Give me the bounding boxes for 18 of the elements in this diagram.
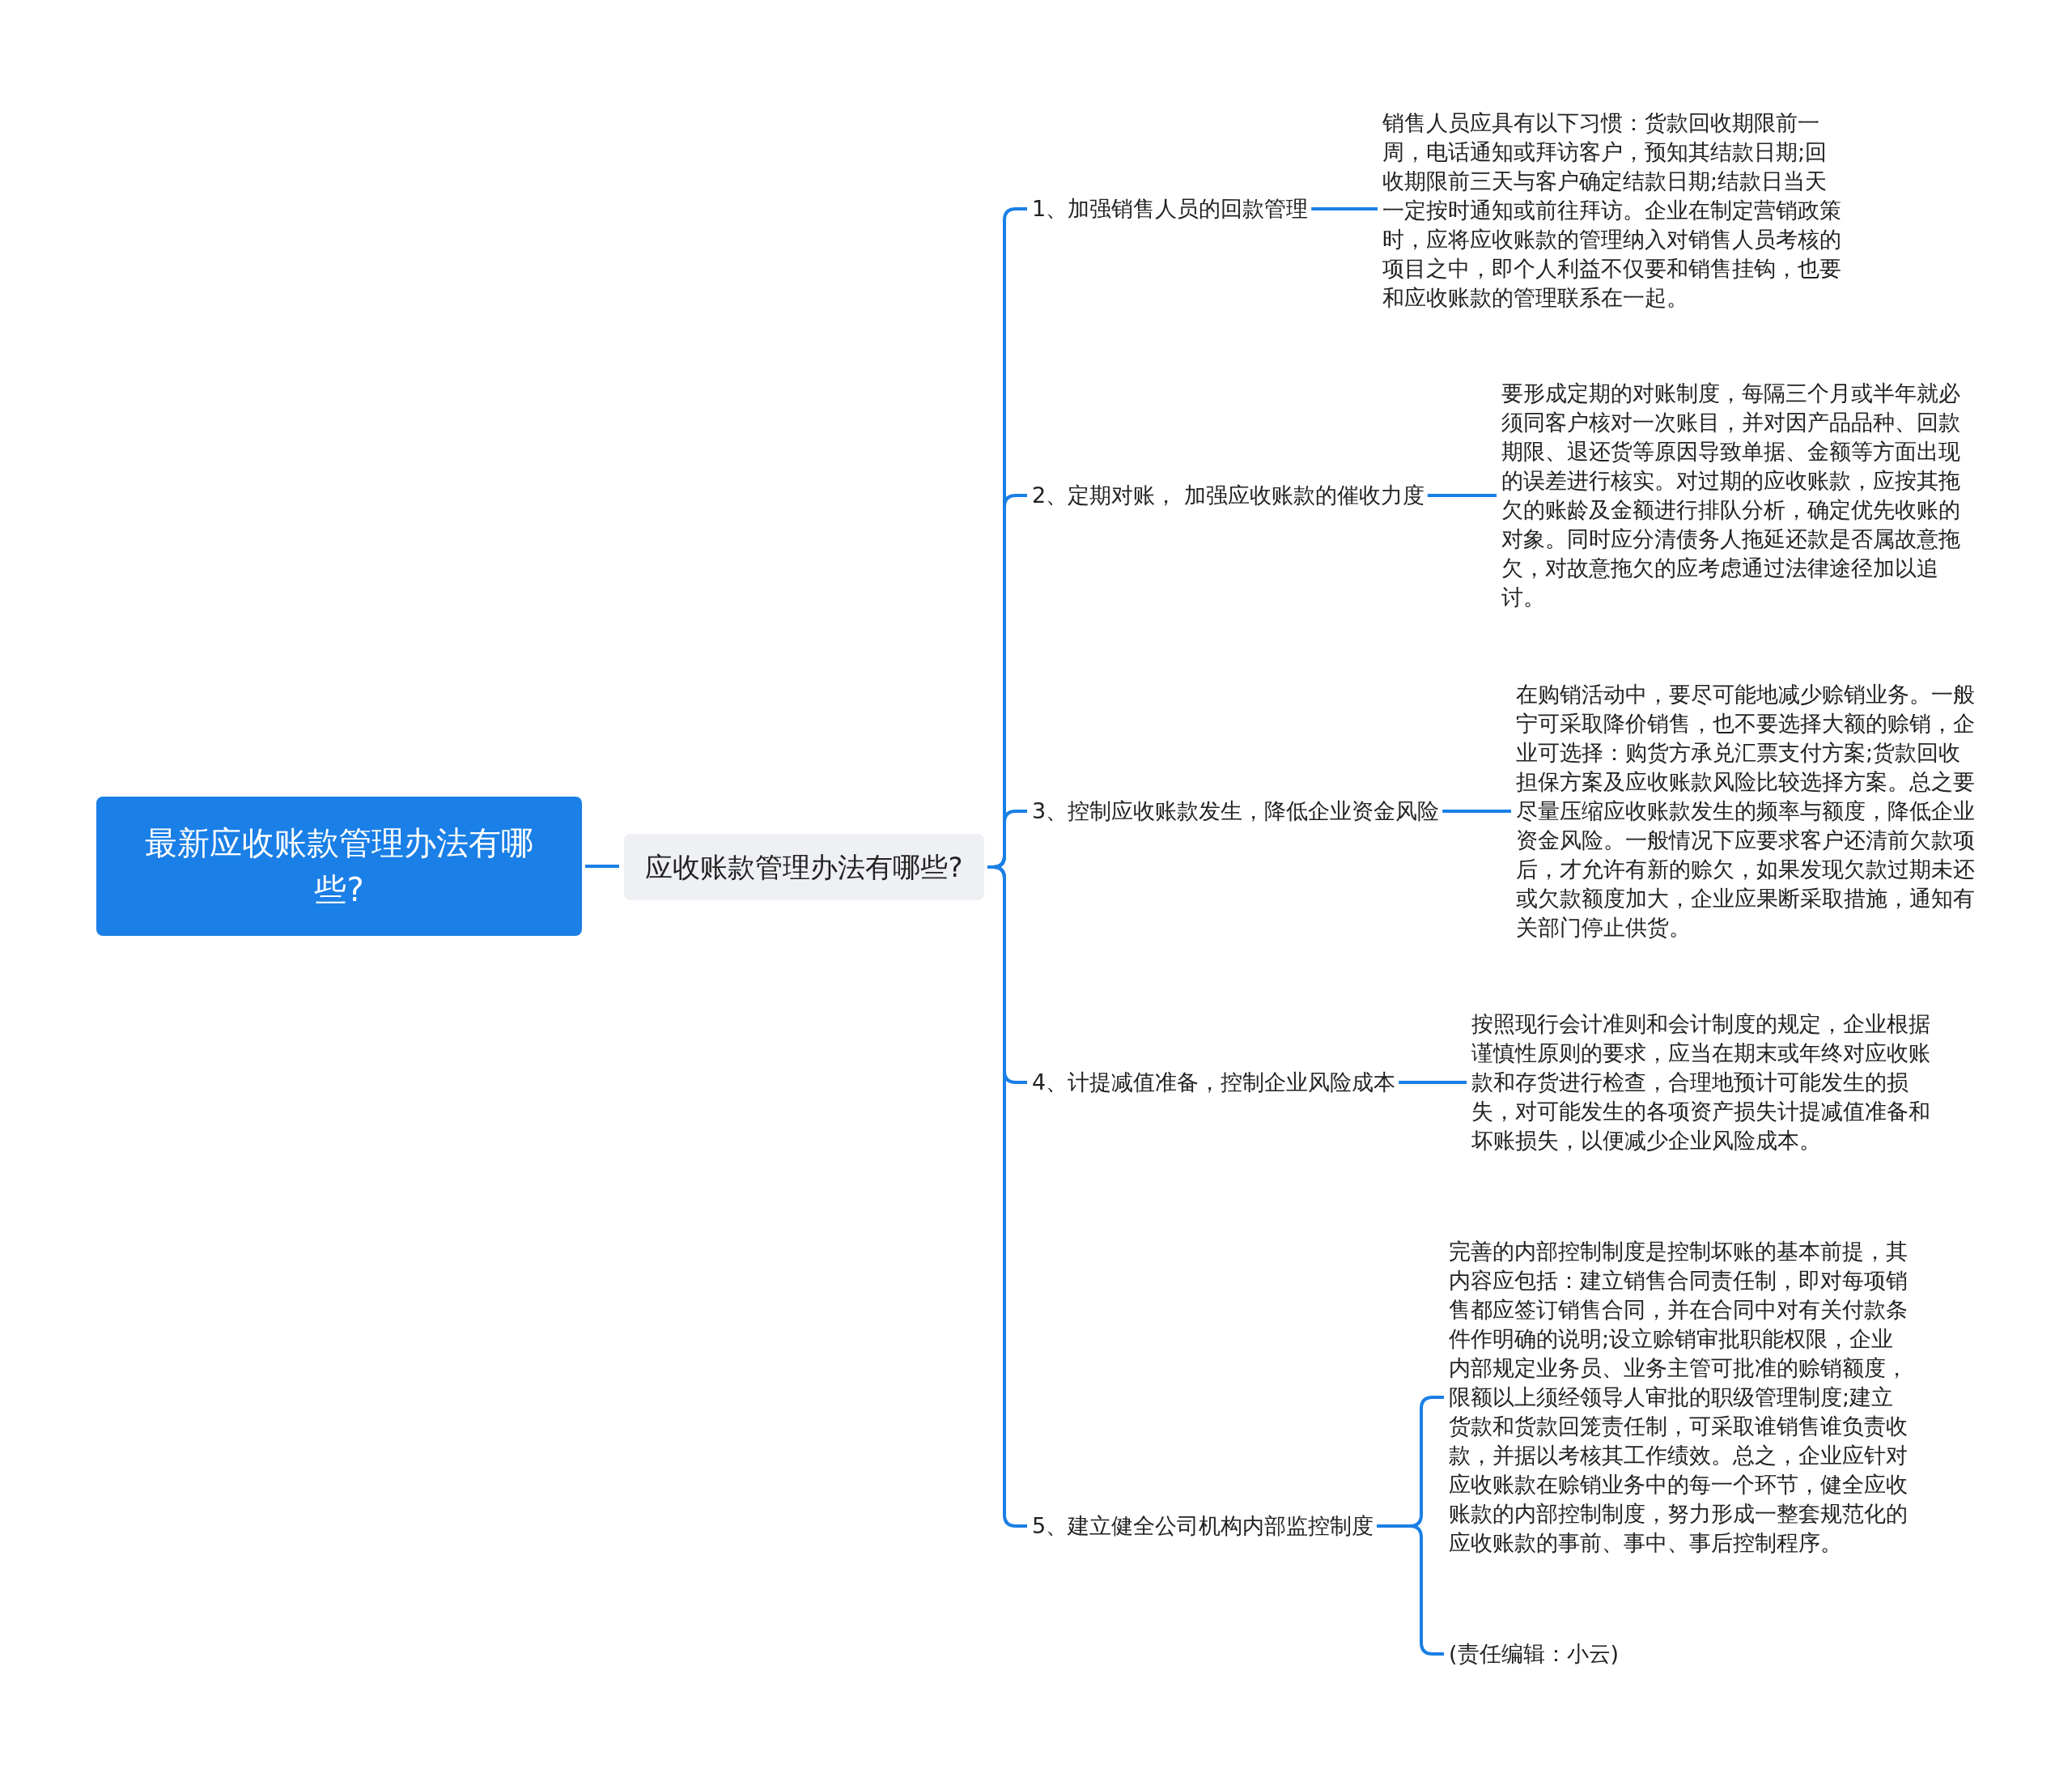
root-topic-box: 最新应收账款管理办法有哪些? bbox=[96, 797, 582, 936]
detail-text: 完善的内部控制制度是控制坏账的基本前提，其内容应包括：建立销售合同责任制，即对每项销售都应签订销售合同，并在合同中对有关付款条件作明确的说明;设立赊销审批职能权限，企业内部规定业务员、业务主管可批准的赊销额度，限额以上须经领导人审批的职级管理制度;建立货款和货款回笼责任制，可采取谁销售谁负责收款，并据以考核其工作绩效。总之，企业应针对应收账款在赊销业务中的每一个环节，健全应收账款的内部控制制度，努力形成一整套规范化的应收账款的事前、事中、事后控制程序。 bbox=[1449, 1237, 1910, 1558]
detail-text: 按照现行会计准则和会计制度的规定，企业根据谨慎性原则的要求，应当在期末或年终对应收账款和存货进行检查，合理地预计可能发生的损失，对可能发生的各项资产损失计提减值准备和坏账损失，以便减少企业风险成本。 bbox=[1471, 1010, 1933, 1155]
connector-line bbox=[585, 865, 619, 868]
detail-text: 在购销活动中，要尽可能地减少赊销业务。一般宁可采取降价销售，也不要选择大额的赊销，企业可选择：购货方承兑汇票支付方案;货款回收担保方案及应收账款风险比较选择方案。总之要尽量压缩应收账款发生的频率与额度，降低企业资金风险。一般情况下应要求客户还清前欠款项后，才允许有新的赊欠，如果发现欠款过期未还或欠款额度加大，企业应果断采取措施，通知有关部门停止供货。 bbox=[1516, 680, 1977, 942]
connector-line bbox=[1399, 1081, 1467, 1084]
detail-text: 销售人员应具有以下习惯：货款回收期限前一周，电话通知或拜访客户，预知其结款日期;回收期限前三天与客户确定结款日期;结款日当天一定按时通知或前往拜访。企业在制定营销政策时，应将应收账款的管理纳入对销售人员考核的项目之中，即个人利益不仅要和销售挂钩，也要和应收账款的管理联系在一起。 bbox=[1382, 108, 1844, 312]
subtopic-box: 应收账款管理办法有哪些? bbox=[624, 834, 984, 900]
branch-topic: 2、定期对账， 加强应收账款的催收力度 bbox=[1032, 481, 1424, 510]
connector-line bbox=[1427, 494, 1497, 497]
connector-line bbox=[1311, 207, 1378, 210]
detail-text: (责任编辑：小云) bbox=[1449, 1639, 1910, 1669]
branch-topic: 3、控制应收账款发生，降低企业资金风险 bbox=[1032, 797, 1440, 826]
branch-topic: 4、计提减值准备，控制企业风险成本 bbox=[1032, 1068, 1396, 1097]
branch-topic: 1、加强销售人员的回款管理 bbox=[1032, 194, 1309, 223]
connector-line bbox=[1442, 810, 1511, 813]
detail-text: 要形成定期的对账制度，每隔三个月或半年就必须同客户核对一次账目，并对因产品品种、回款期限、退还货等原因导致单据、金额等方面出现的误差进行核实。对过期的应收账款，应按其拖欠的账龄及金额进行排队分析，确定优先收账的对象。同时应分清债务人拖延还款是否属故意拖欠，对故意拖欠的应考虑通过法律途径加以追讨。 bbox=[1501, 379, 1963, 612]
branch-topic: 5、建立健全公司机构内部监控制度 bbox=[1032, 1511, 1374, 1541]
